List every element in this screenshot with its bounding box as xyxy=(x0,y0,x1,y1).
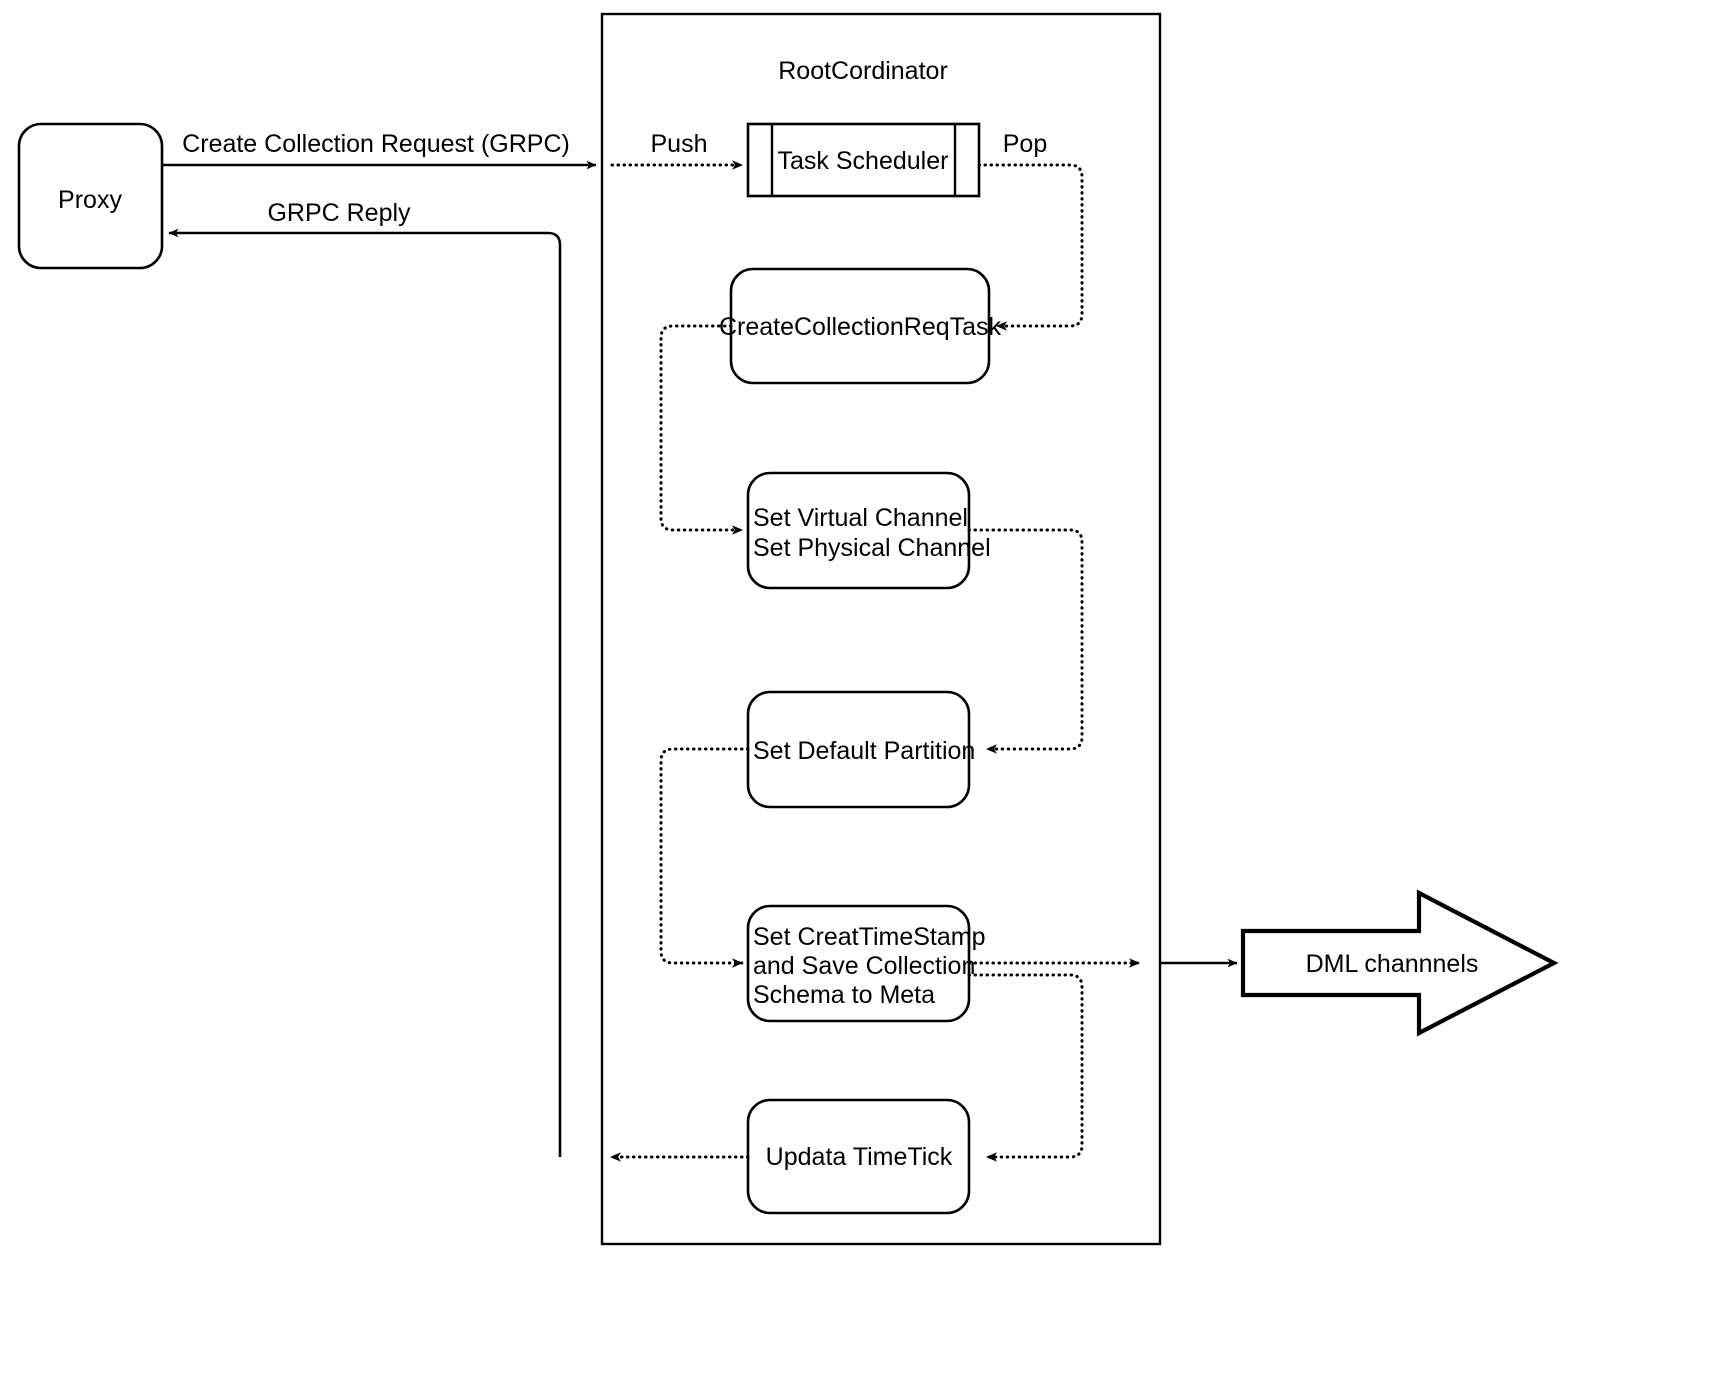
node-proxy-label: Proxy xyxy=(58,186,122,214)
node-set-timestamp-label-line3: Schema to Meta xyxy=(753,981,935,1009)
node-dml-channels-label: DML channnels xyxy=(1306,950,1479,978)
edge-grpc-reply xyxy=(168,228,562,1157)
node-create-collection-req-task-label: CreateCollectionReqTask xyxy=(719,313,1002,341)
node-set-timestamp-label-line1: Set CreatTimeStamp xyxy=(753,923,985,951)
edge-set-channel-to-default-partition xyxy=(967,528,1084,754)
node-proxy[interactable] xyxy=(17,122,164,270)
node-update-timetick-label: Updata TimeTick xyxy=(766,1143,953,1171)
node-dml-channels[interactable] xyxy=(1240,889,1559,1037)
edge-default-partition-to-timestamp xyxy=(659,747,750,968)
edge-pop xyxy=(977,163,1084,331)
rootcordinator-frame xyxy=(600,12,1162,1246)
node-task-scheduler[interactable] xyxy=(746,122,981,198)
edge-pop-label: Pop xyxy=(1003,130,1047,158)
edge-push-label: Push xyxy=(651,130,708,158)
node-task-scheduler-label: Task Scheduler xyxy=(778,147,949,175)
edge-create-collection-request-label: Create Collection Request (GRPC) xyxy=(182,130,570,158)
rootcordinator-title: RootCordinator xyxy=(778,57,948,85)
node-set-default-partition-label: Set Default Partition xyxy=(753,737,975,765)
edge-timestamp-to-update-timetick xyxy=(967,973,1084,1162)
edge-task-to-set-channel xyxy=(659,324,744,535)
node-set-channel-label-line1: Set Virtual Channel xyxy=(753,504,968,532)
node-set-channel-label-line2: Set Physical Channel xyxy=(753,534,991,562)
edge-grpc-reply-label: GRPC Reply xyxy=(267,199,411,227)
node-set-timestamp-label-line2: and Save Collection xyxy=(753,952,975,980)
